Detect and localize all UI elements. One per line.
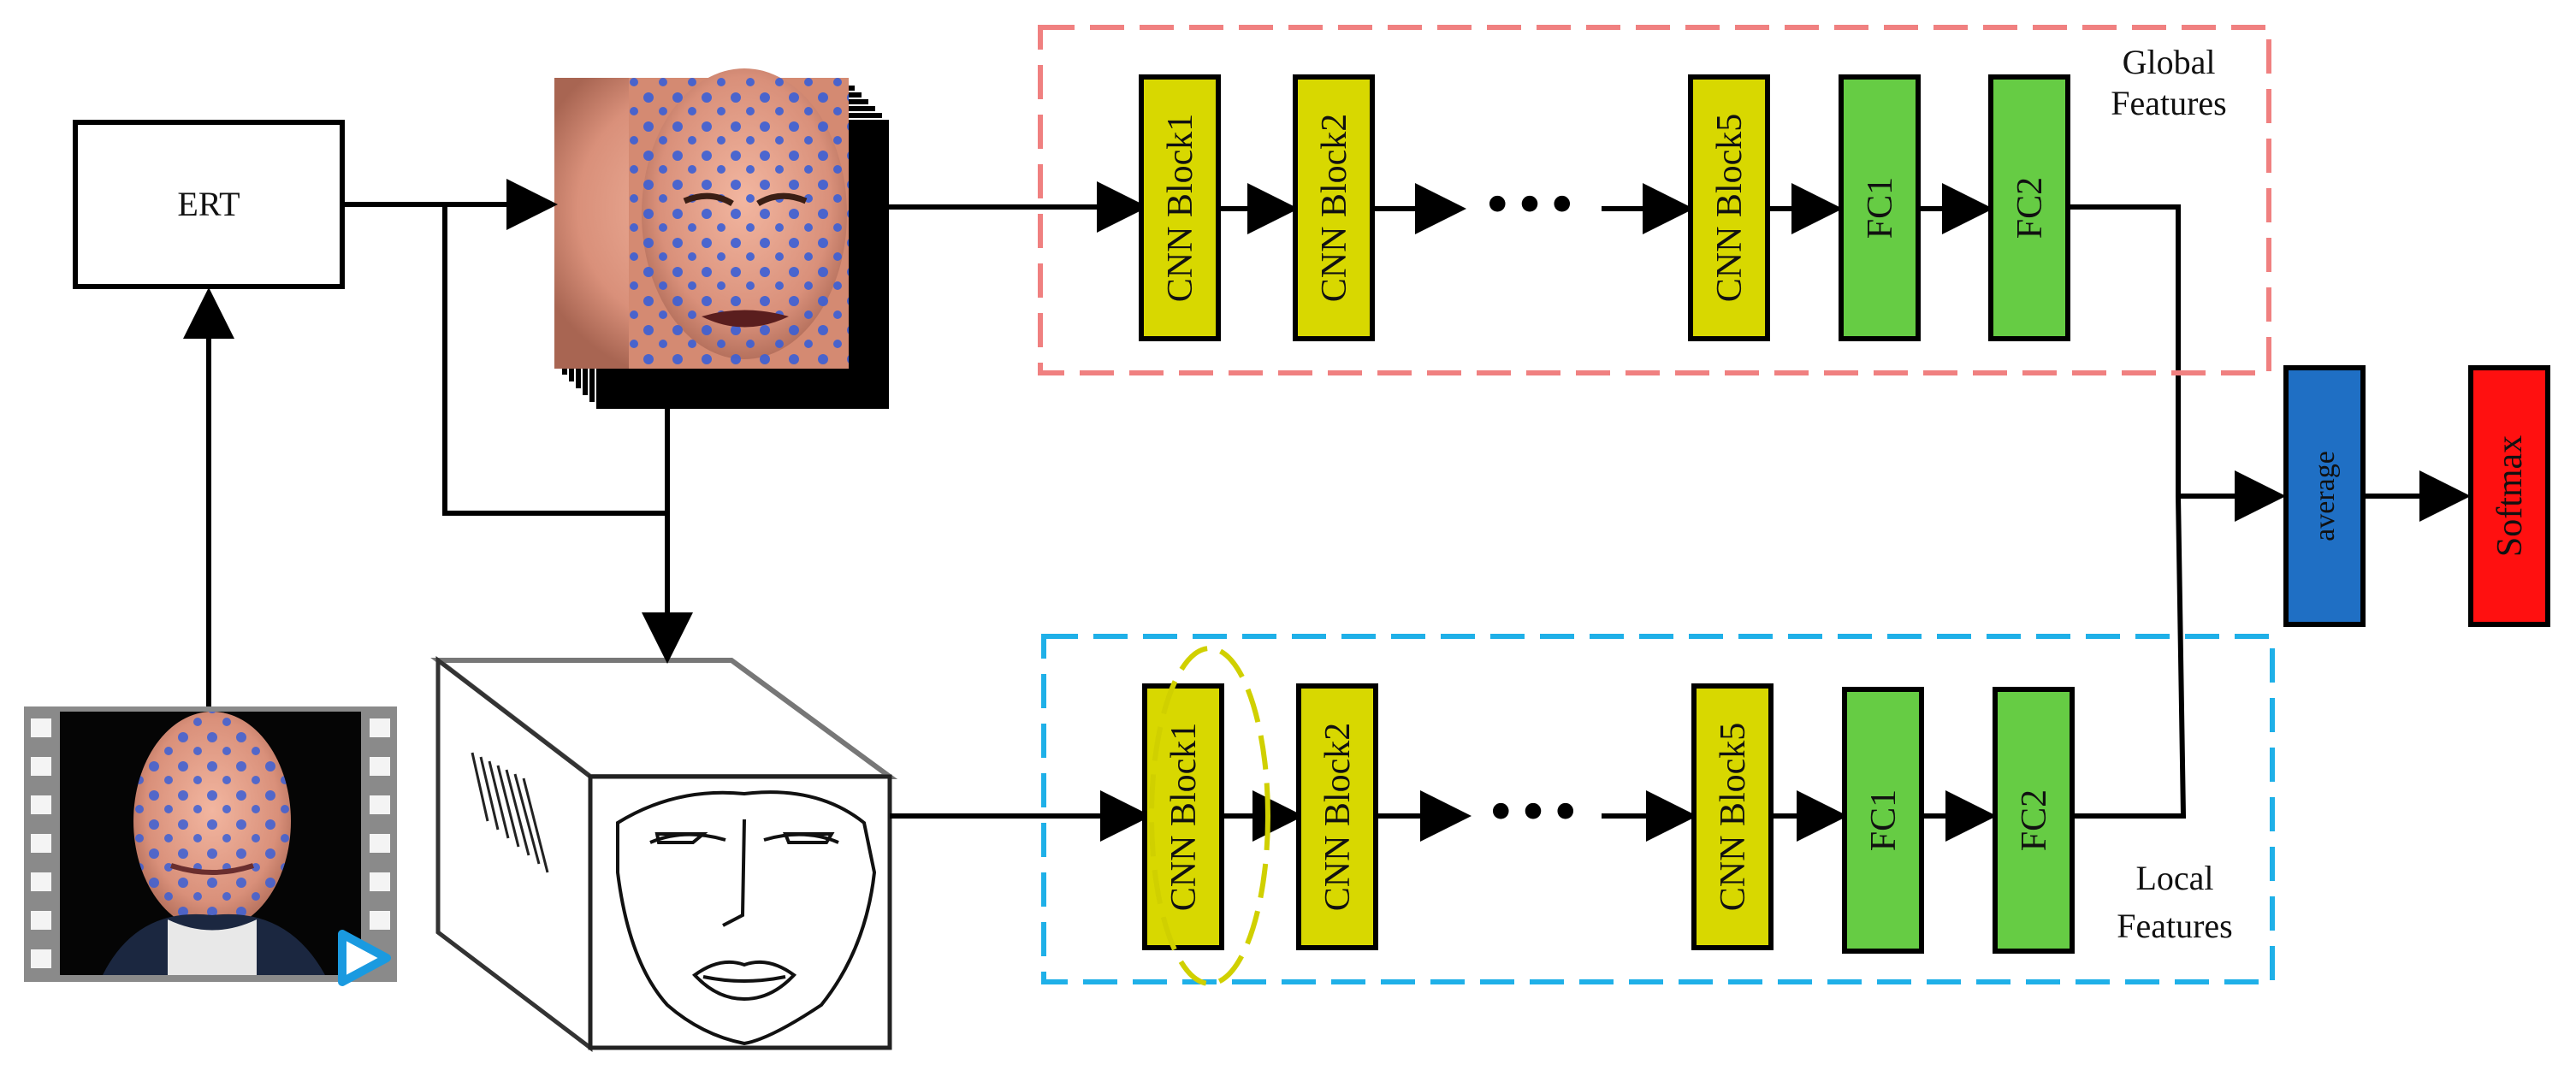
local-block-label: CNN Block1 xyxy=(1164,723,1204,912)
global-ellipsis: ••• xyxy=(1481,174,1578,238)
local-ellipsis: ••• xyxy=(1484,782,1581,845)
global-block-label: CNN Block5 xyxy=(1710,114,1750,303)
average-block: average xyxy=(2283,365,2366,627)
play-icon xyxy=(338,930,391,986)
local-block-label: FC2 xyxy=(2015,789,2054,851)
local-cnn-block1: CNN Block1 xyxy=(1142,683,1224,950)
local-title-line1: Local xyxy=(2135,859,2213,897)
ert-label: ERT xyxy=(177,185,240,223)
global-cnn-block2: CNN Block2 xyxy=(1293,74,1375,341)
front-face-frame xyxy=(629,68,849,369)
global-fc1: FC1 xyxy=(1839,74,1921,341)
local-block-label: CNN Block5 xyxy=(1714,723,1753,912)
global-block-label: CNN Block2 xyxy=(1315,114,1354,303)
local-features-region: Local Features xyxy=(1041,634,2275,984)
global-title-line1: Global xyxy=(2123,43,2216,81)
global-block-label: FC2 xyxy=(2010,177,2050,239)
global-features-region: Global Features xyxy=(1038,25,2271,375)
local-block-label: FC1 xyxy=(1864,789,1904,851)
connectors xyxy=(183,179,2471,842)
global-title-line2: Features xyxy=(2111,84,2227,122)
video-clip-thumbnail xyxy=(24,706,397,986)
global-block-label: CNN Block1 xyxy=(1161,114,1200,303)
local-highlight-ellipse xyxy=(1149,646,1270,986)
average-label: average xyxy=(2309,451,2341,541)
local-title-line2: Features xyxy=(2117,907,2233,945)
ert-box: ERT xyxy=(73,120,345,289)
global-cnn-block1: CNN Block1 xyxy=(1139,74,1221,341)
local-fc2: FC2 xyxy=(1993,687,2075,954)
face-contour-cube xyxy=(430,655,898,1053)
softmax-block: Softmax xyxy=(2468,365,2550,627)
softmax-label: Softmax xyxy=(2490,435,2530,557)
face-frame-stack xyxy=(554,68,891,411)
local-fc1: FC1 xyxy=(1842,687,1924,954)
global-fc2: FC2 xyxy=(1988,74,2070,341)
local-cnn-block2: CNN Block2 xyxy=(1296,683,1378,950)
local-cnn-block5: CNN Block5 xyxy=(1691,683,1774,950)
local-block-label: CNN Block2 xyxy=(1318,723,1358,912)
global-cnn-block5: CNN Block5 xyxy=(1688,74,1770,341)
global-block-label: FC1 xyxy=(1861,177,1900,239)
face-contour-sketch xyxy=(616,790,877,1046)
